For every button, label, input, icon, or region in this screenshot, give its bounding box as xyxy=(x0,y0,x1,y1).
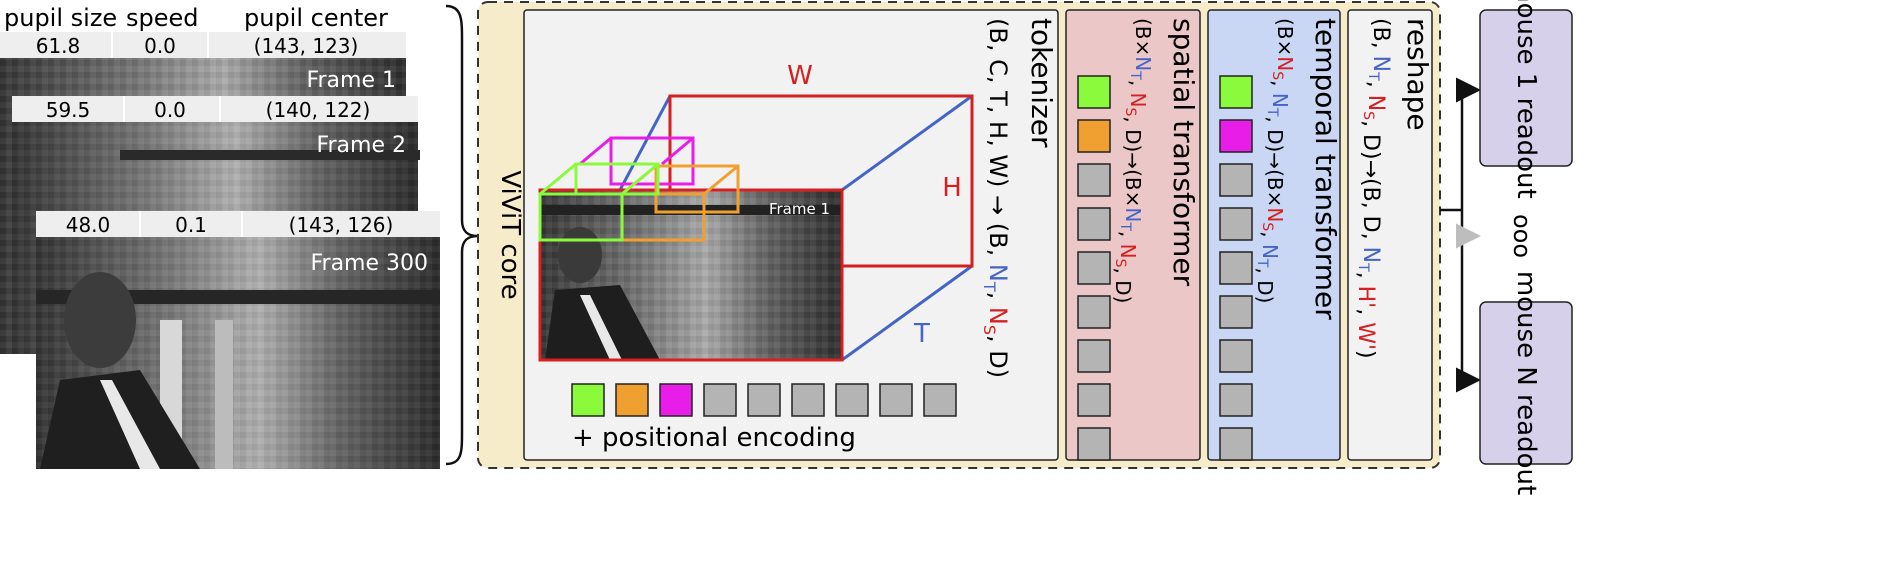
frame-300-title: Frame 300 xyxy=(310,251,428,276)
temporal-token-column xyxy=(1219,75,1253,461)
tokenizer-shape-prefix: (B, C, T, H, W) → (B, xyxy=(984,18,1012,264)
video-volume: Frame 1 W H T xyxy=(538,61,974,362)
tokenizer-shape-nt-sub: T xyxy=(980,281,999,292)
temporal-token-7 xyxy=(1219,339,1253,373)
spatial-token-4 xyxy=(1077,207,1111,241)
tokenizer-shape-sep: , xyxy=(984,292,1012,307)
temporal-token-4 xyxy=(1219,207,1253,241)
temporal-token-2 xyxy=(1219,119,1253,153)
spatial-token-6 xyxy=(1077,295,1111,329)
spatial-token-column xyxy=(1077,75,1111,461)
temporal-token-8 xyxy=(1219,383,1253,417)
token-row xyxy=(571,383,957,417)
frame-2-speed: 0.0 xyxy=(154,98,186,122)
dim-w-label: W xyxy=(787,61,813,91)
spatial-token-9 xyxy=(1077,427,1111,461)
token-4 xyxy=(703,383,737,417)
mouse-n-readout-box xyxy=(1479,301,1573,465)
readout-ellipsis: ooo xyxy=(1508,214,1536,258)
temporal-token-5 xyxy=(1219,251,1253,285)
frame-1-pupil-size: 61.8 xyxy=(36,34,81,58)
tokenizer-panel: tokenizer (B, C, T, H, W) → (B, NT, NS, … xyxy=(523,9,1059,461)
dim-t-label: T xyxy=(913,319,930,349)
spatial-transformer-panel: spatial transformer (B×NT, NS, D)→(B×NT,… xyxy=(1065,9,1201,461)
token-5 xyxy=(747,383,781,417)
spatial-token-5 xyxy=(1077,251,1111,285)
temporal-token-6 xyxy=(1219,295,1253,329)
token-9 xyxy=(923,383,957,417)
mouse-1-readout-box xyxy=(1479,9,1573,167)
spatial-token-3 xyxy=(1077,163,1111,197)
spatial-token-1 xyxy=(1077,75,1111,109)
frame-1-speed: 0.0 xyxy=(144,34,176,58)
token-3 xyxy=(659,383,693,417)
token-6 xyxy=(791,383,825,417)
patch-cube-magenta xyxy=(579,136,695,186)
spatial-token-7 xyxy=(1077,339,1111,373)
tokenizer-shape-nt: N xyxy=(984,264,1012,282)
tokenizer-shape: (B, C, T, H, W) → (B, NT, NS, D) xyxy=(980,18,1012,378)
frame-2-pupil-size: 59.5 xyxy=(46,98,91,122)
spatial-token-2 xyxy=(1077,119,1111,153)
spatial-token-8 xyxy=(1077,383,1111,417)
mouse-1-readout-label: mouse 1 readout xyxy=(1511,0,1541,199)
frames-brace xyxy=(445,4,479,466)
token-1 xyxy=(571,383,605,417)
header-pupil-size: pupil size xyxy=(4,4,117,32)
positional-encoding-label: + positional encoding xyxy=(572,423,856,453)
token-2 xyxy=(615,383,649,417)
tokenizer-shape-suffix: , D) xyxy=(984,335,1012,378)
frame-300-pupil-center: (143, 126) xyxy=(289,213,394,237)
spatial-shape: (B×NT, NS, D)→(B×NT, NS, D) xyxy=(1111,18,1155,303)
frame-2-pupil-center: (140, 122) xyxy=(266,98,371,122)
spatial-title: spatial transformer xyxy=(1167,18,1200,287)
frames-panel: pupil size speed pupil center 61.8 0.0 (… xyxy=(0,4,521,469)
dim-h-label: H xyxy=(942,173,962,203)
header-speed: speed xyxy=(126,4,199,32)
temporal-token-1 xyxy=(1219,75,1253,109)
temporal-shape: (B×NS, NT, D)→(B×NS, NT, D) xyxy=(1253,18,1297,303)
patch-cube-green xyxy=(538,162,660,242)
temporal-token-9 xyxy=(1219,427,1253,461)
reshape-shape: (B, NT, NS, D)→(B, D, NT, H', W') xyxy=(1353,18,1393,359)
header-pupil-center: pupil center xyxy=(244,4,388,32)
token-8 xyxy=(879,383,913,417)
reshape-panel: reshape (B, NT, NS, D)→(B, D, NT, H', W'… xyxy=(1347,9,1434,461)
readouts: mouse 1 readout ooo mouse N readout xyxy=(1440,0,1573,495)
front-frame-label: Frame 1 xyxy=(769,200,830,218)
token-7 xyxy=(835,383,869,417)
frame-card-300: 48.0 0.1 (143, 126) Frame 300 xyxy=(36,211,440,469)
frame-1-title: Frame 1 xyxy=(306,68,396,93)
temporal-transformer-panel: temporal transformer (B×NS, NT, D)→(B×NS… xyxy=(1207,9,1342,461)
frame-2-title: Frame 2 xyxy=(316,133,406,158)
temporal-token-3 xyxy=(1219,163,1253,197)
mouse-n-readout-label: mouse N readout xyxy=(1511,271,1541,495)
temporal-title: temporal transformer xyxy=(1309,18,1342,320)
reshape-title: reshape xyxy=(1401,18,1434,131)
vivit-core-label: ViViT core xyxy=(495,170,525,299)
tokenizer-title: tokenizer xyxy=(1025,18,1058,148)
tokenizer-shape-ns-sub: S xyxy=(980,325,999,335)
tokenizer-shape-ns: N xyxy=(984,307,1012,325)
frame-300-speed: 0.1 xyxy=(175,213,207,237)
frame-300-pupil-size: 48.0 xyxy=(66,213,111,237)
frame-1-pupil-center: (143, 123) xyxy=(254,34,359,58)
